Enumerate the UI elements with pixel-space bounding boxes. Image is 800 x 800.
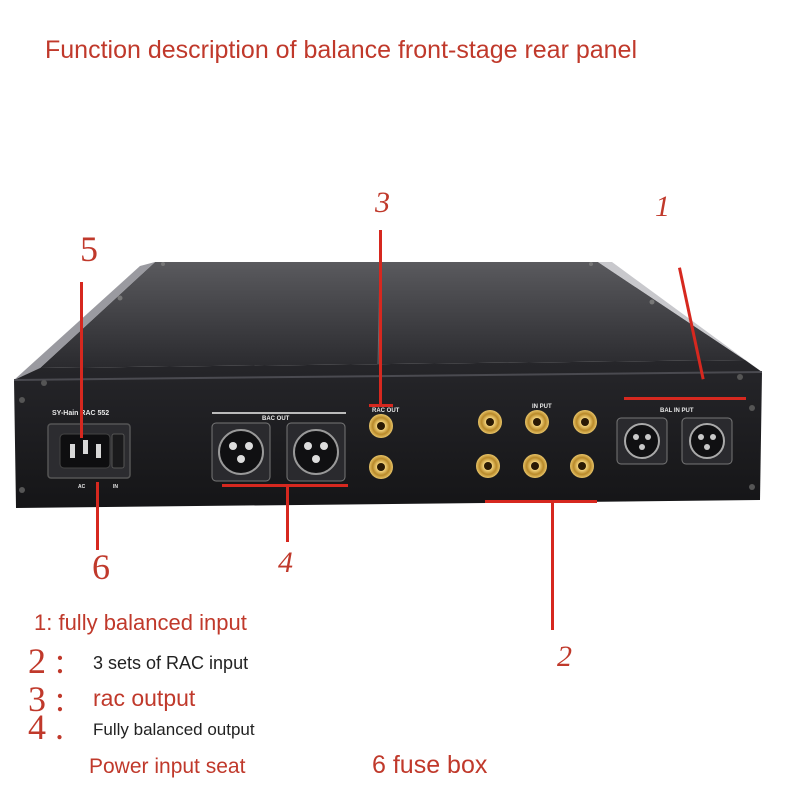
- svg-text:BAL IN PUT: BAL IN PUT: [660, 408, 694, 414]
- callout-line-2-h: [485, 500, 597, 503]
- callout-line-6: [96, 482, 99, 550]
- legend-number-3: 3 :: [28, 679, 66, 719]
- callout-line-4-h: [222, 484, 348, 487]
- callout-number-1: 1: [655, 190, 670, 223]
- callout-number-6: 6: [92, 547, 110, 587]
- xlr-out-left: [211, 422, 271, 482]
- legend-item-1: 1: fully balanced input: [34, 610, 247, 635]
- legend-item-2: 3 sets of RAC input: [93, 653, 249, 673]
- callout-number-4: 4: [278, 546, 293, 579]
- legend-item-4: Fully balanced output: [93, 720, 255, 739]
- callout-line-3-h: [369, 404, 393, 407]
- callout-line-2-v: [551, 502, 554, 630]
- callout-line-1-h: [624, 397, 746, 400]
- legend-number-2: 2 :: [28, 641, 66, 681]
- svg-text:BAC OUT: BAC OUT: [262, 416, 290, 422]
- xlr-out-right: [286, 422, 346, 482]
- legend-item-3: rac output: [93, 685, 196, 711]
- callout-line-3-v: [379, 230, 382, 406]
- legend-item-6: 6 fuse box: [372, 751, 488, 779]
- callout-line-5: [80, 282, 83, 438]
- legend-item-5: Power input seat: [89, 755, 246, 778]
- top-cover: [40, 262, 745, 368]
- callout-number-3: 3: [375, 186, 390, 219]
- callout-line-4-v: [286, 486, 289, 542]
- legend-number-4: 4 .: [28, 707, 64, 747]
- svg-text:AC: AC: [78, 484, 86, 490]
- page-title: Function description of balance front-st…: [45, 36, 638, 64]
- svg-text:IN: IN: [113, 484, 118, 490]
- callout-number-5: 5: [80, 229, 98, 269]
- svg-text:RAC OUT: RAC OUT: [372, 408, 400, 414]
- fuse-drawer: [111, 433, 125, 469]
- callout-number-2: 2: [557, 640, 572, 673]
- svg-text:IN PUT: IN PUT: [532, 404, 552, 410]
